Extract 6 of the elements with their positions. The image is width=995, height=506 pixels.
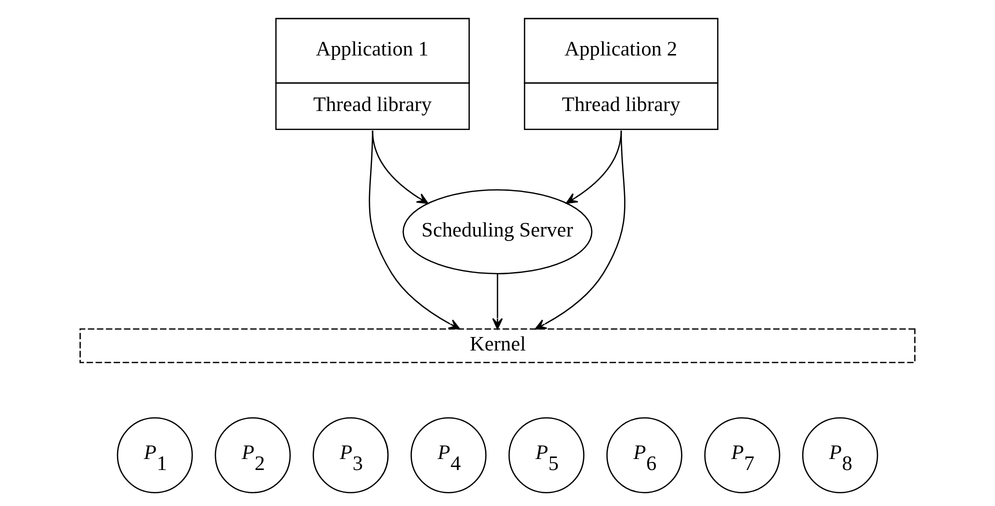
node-box: Kernel [80,328,916,364]
node-ellipse: Scheduling Server [402,189,592,274]
arrow [492,274,503,330]
arrow [368,130,460,330]
arrow [372,130,428,204]
arrow [534,130,626,330]
